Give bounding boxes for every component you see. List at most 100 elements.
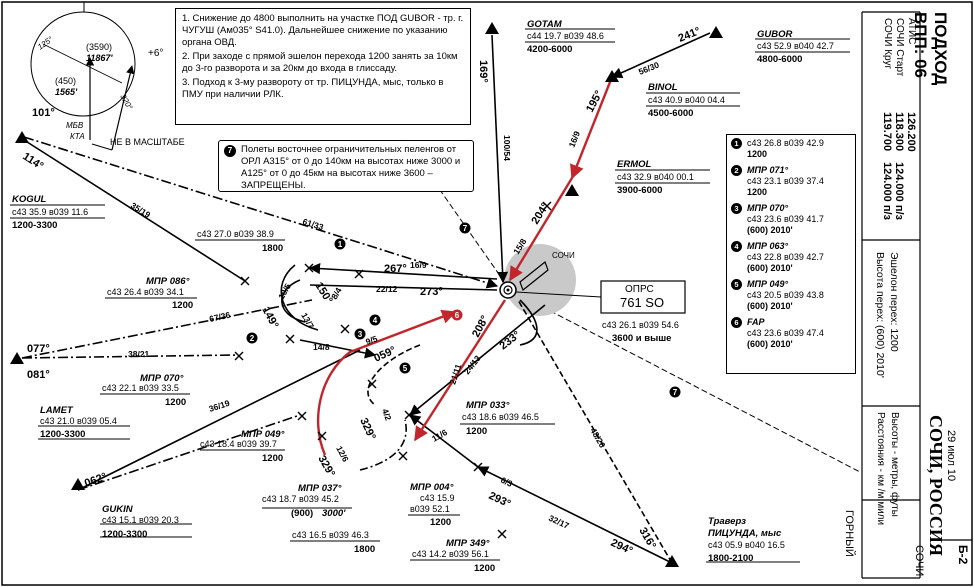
course-329a: 329° <box>357 416 377 442</box>
svg-text:7: 7 <box>463 224 468 233</box>
mpr033-name: МПР 033° <box>466 400 510 411</box>
waypoint-number: 4 <box>731 241 742 252</box>
fix-1-cross <box>354 269 364 279</box>
vor-name: ОПРС <box>625 284 654 295</box>
dist-32-17: 32/17 <box>547 513 571 531</box>
dist-4-2: 4/2 <box>380 407 394 422</box>
route-lamet-fix <box>21 299 313 359</box>
gukin-triangle <box>71 478 85 490</box>
course-267: 267° <box>384 263 407 275</box>
fix-b-alt: 1800 <box>354 544 375 555</box>
dist-12-6: 12/6 <box>334 444 351 464</box>
mpr049w-name: МПР 049° <box>241 429 285 440</box>
waypoint-name: МПР 049° <box>747 279 789 289</box>
route-lamet-mpr070 <box>21 354 239 359</box>
course-233: 233° <box>497 329 522 352</box>
note-7-number: 7 <box>224 145 236 157</box>
kta-label: КТА <box>70 132 85 141</box>
red-route-ermol-vor <box>508 177 574 282</box>
pitsunda-triangle <box>665 555 679 567</box>
dist-11-6: 11/6 <box>430 427 449 444</box>
route-turn-059 <box>367 344 421 406</box>
gukin-name: GUKIN <box>102 504 134 515</box>
route-pitsunda-vor <box>517 299 673 564</box>
course-077: 077° <box>27 343 50 355</box>
chart-title: ПОДХОД <box>931 12 950 86</box>
mpr086-alt: 1200 <box>172 300 193 311</box>
mpr033-alt: 1200 <box>466 426 487 437</box>
title-strip <box>861 11 972 579</box>
note-2: 2. При заходе с прямой эшелон перехода 1… <box>182 51 458 74</box>
ermol-coord: с43 32.9 в040 00.1 <box>617 172 694 182</box>
route-pitsunda-mpr004 <box>476 466 673 564</box>
binol-name: BINOL <box>648 82 678 93</box>
vor-coord: с43 26.1 в039 54.6 <box>602 320 679 330</box>
mpr037-alt-ft: 3000' <box>322 508 346 519</box>
waypoint-name: МПР 070° <box>747 203 789 213</box>
vor-ident-box <box>600 280 686 314</box>
freq-start-value: 118.300 <box>893 112 905 152</box>
course-294: 294° <box>609 537 635 557</box>
note-3: 3. Подход к 3-му развороту от тр. ПИЦУНД… <box>182 77 444 100</box>
dist-61-33: 61/33 <box>301 216 325 232</box>
lamet-triangle <box>10 352 24 364</box>
mpr049w-coord: с43 18.4 в039 39.7 <box>200 439 277 449</box>
mpr037-alt: (900) <box>291 508 313 519</box>
restriction-bearing-lines <box>404 139 861 473</box>
route-gukin-fix <box>77 349 361 491</box>
restriction-note: 7 Полеты восточнее ограничительных пелен… <box>218 140 474 192</box>
note-1: 1. Снижение до 4800 выполнить на участке… <box>182 13 464 48</box>
course-101: 101° <box>32 107 55 119</box>
vor-alt: 3600 и выше <box>612 333 671 344</box>
waypoint-name: FAP <box>747 317 765 327</box>
gubor-triangle <box>709 26 723 38</box>
mpr349-name: МПР 349° <box>446 538 490 549</box>
dist-56-30: 56/30 <box>637 60 661 77</box>
fix-mpr070-cross <box>234 351 244 361</box>
mbv-label: МБВ <box>66 121 84 130</box>
mpr033-coord: с43 18.6 в039 46.5 <box>462 412 539 422</box>
svg-text:3: 3 <box>358 330 363 339</box>
pitsunda-alt: 1800-2100 <box>708 553 753 564</box>
dist-14-8: 14/8 <box>313 342 330 352</box>
waypoint-coord: с43 23.6 в039 41.7 <box>747 214 824 224</box>
magvar: +6° <box>148 48 163 59</box>
waypoint-coord: с43 22.8 в039 42.7 <box>747 252 824 262</box>
runway-symbol <box>519 261 549 291</box>
course-081: 081° <box>27 369 50 381</box>
fix-mpr086-cross <box>240 276 250 286</box>
course-059: 059° <box>372 344 398 364</box>
chart-city: СОЧИ, РОССИЯ <box>926 415 946 556</box>
note-7-text: Полеты восточнее ограничительных пеленго… <box>241 144 461 191</box>
lamet-coord: с43 21.0 в039 05.4 <box>40 416 117 426</box>
wp-map-markers: 1 2 3 4 5 6 7 7 <box>246 222 681 398</box>
pitsunda-name-1: Траверз <box>708 516 746 527</box>
gukin-alt: 1200-3300 <box>102 529 147 540</box>
chart-city-small: СОЧИ <box>913 545 925 577</box>
mpr349-coord: с43 14.2 в039 56.1 <box>412 549 489 559</box>
sochi-label: СОЧИ <box>552 251 575 260</box>
not-to-scale: НЕ В МАСШТАБЕ <box>110 137 185 147</box>
ermol-triangle <box>565 184 579 196</box>
kogul-name: KOGUL <box>12 194 47 205</box>
svg-text:5: 5 <box>403 364 408 373</box>
waypoint-alt: (600) 2010' <box>747 301 793 311</box>
dist-9-5: 9/5 <box>364 333 379 347</box>
route-turn-149 <box>281 279 306 323</box>
terrain-label: ГОРНЫЙ <box>843 510 855 557</box>
kogul-alt: 1200-3300 <box>12 220 57 231</box>
fix-a-coord: с43 27.0 в039 38.9 <box>197 229 274 239</box>
fix-b-cross <box>398 451 408 461</box>
route-intermediate <box>299 339 377 359</box>
procedure-notes: 1. Снижение до 4800 выполнить на участке… <box>175 8 471 125</box>
dist-67-36: 67/36 <box>208 310 231 324</box>
vor-symbol <box>499 281 517 299</box>
dist-36-19: 36/19 <box>208 398 232 414</box>
course-114: 114° <box>20 150 45 172</box>
dist-35-19a: 35/19 <box>129 200 153 220</box>
mpr086-name: МПР 086° <box>146 276 190 287</box>
